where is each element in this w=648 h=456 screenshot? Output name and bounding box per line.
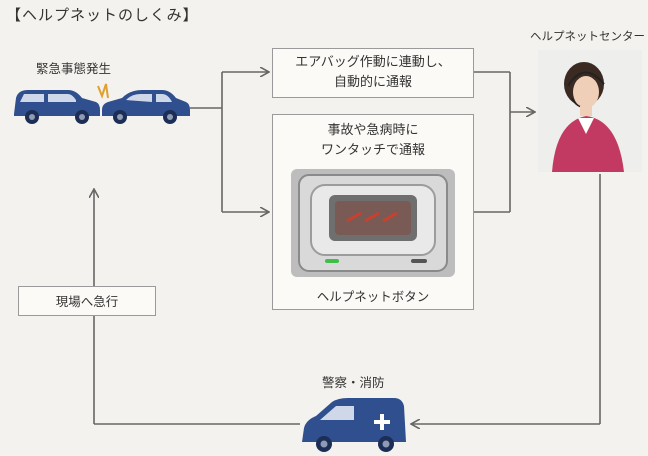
button-box-line-1: 事故や急病時に [327, 123, 419, 138]
airbag-box-line-1: エアバッグ作動に連動し、 [295, 55, 451, 70]
rush-to-site-label: 現場へ急行 [55, 294, 119, 309]
dispatch-label: 警察・消防 [322, 375, 385, 390]
help-button-caption: ヘルプネットボタン [316, 289, 430, 304]
center-label: ヘルプネットセンター [530, 29, 645, 43]
help-button-report-box: 事故や急病時に ワンタッチで通報 ヘルプネットボタン [272, 114, 474, 310]
diagram-title: 【ヘルプネットのしくみ】 [6, 6, 199, 24]
help-button-device [291, 169, 455, 277]
collision-cars-icon [14, 83, 190, 124]
emergency-vehicle-icon [302, 398, 406, 452]
accident-label: 緊急事態発生 [36, 61, 112, 76]
operator-photo [538, 50, 642, 172]
button-box-line-2: ワンタッチで通報 [320, 143, 425, 158]
airbag-auto-report-box: エアバッグ作動に連動し、 自動的に通報 [272, 48, 474, 98]
rush-to-site-box: 現場へ急行 [18, 286, 156, 316]
airbag-box-line-2: 自動的に通報 [333, 75, 412, 90]
